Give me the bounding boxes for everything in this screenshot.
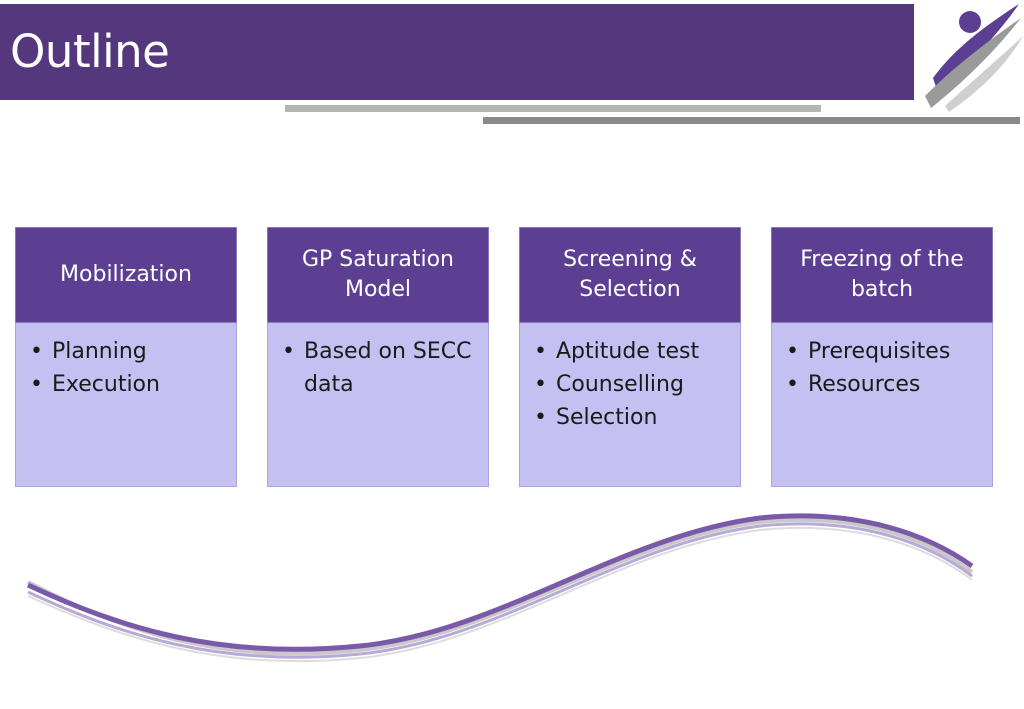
card-header: Screening & Selection	[519, 227, 741, 323]
list-item: Resources	[786, 368, 982, 401]
card-header: Mobilization	[15, 227, 237, 323]
list-item: Selection	[534, 401, 730, 434]
list-item: Counselling	[534, 368, 730, 401]
card-body: Planning Execution	[15, 323, 237, 487]
decorative-rule-dark	[483, 117, 1020, 124]
card-body: Aptitude test Counselling Selection	[519, 323, 741, 487]
card-screening-selection: Screening & Selection Aptitude test Coun…	[519, 227, 741, 487]
list-item: Based on SECC data	[282, 335, 478, 401]
list-item: Aptitude test	[534, 335, 730, 368]
list-item: Planning	[30, 335, 226, 368]
title-bar: Outline	[0, 4, 914, 100]
card-body: Prerequisites Resources	[771, 323, 993, 487]
list-item: Execution	[30, 368, 226, 401]
list-item: Prerequisites	[786, 335, 982, 368]
card-header: Freezing of the batch	[771, 227, 993, 323]
bullet-list: Planning Execution	[16, 323, 236, 401]
decorative-rule-light	[285, 105, 821, 112]
card-freezing-of-the-batch: Freezing of the batch Prerequisites Reso…	[771, 227, 993, 487]
slide-title: Outline	[10, 25, 170, 78]
card-gp-saturation-model: GP Saturation Model Based on SECC data	[267, 227, 489, 487]
bullet-list: Based on SECC data	[268, 323, 488, 401]
logo-icon	[925, 4, 1023, 112]
card-header: GP Saturation Model	[267, 227, 489, 323]
bullet-list: Prerequisites Resources	[772, 323, 992, 401]
decorative-wave	[26, 513, 974, 663]
card-mobilization: Mobilization Planning Execution	[15, 227, 237, 487]
bullet-list: Aptitude test Counselling Selection	[520, 323, 740, 434]
card-body: Based on SECC data	[267, 323, 489, 487]
